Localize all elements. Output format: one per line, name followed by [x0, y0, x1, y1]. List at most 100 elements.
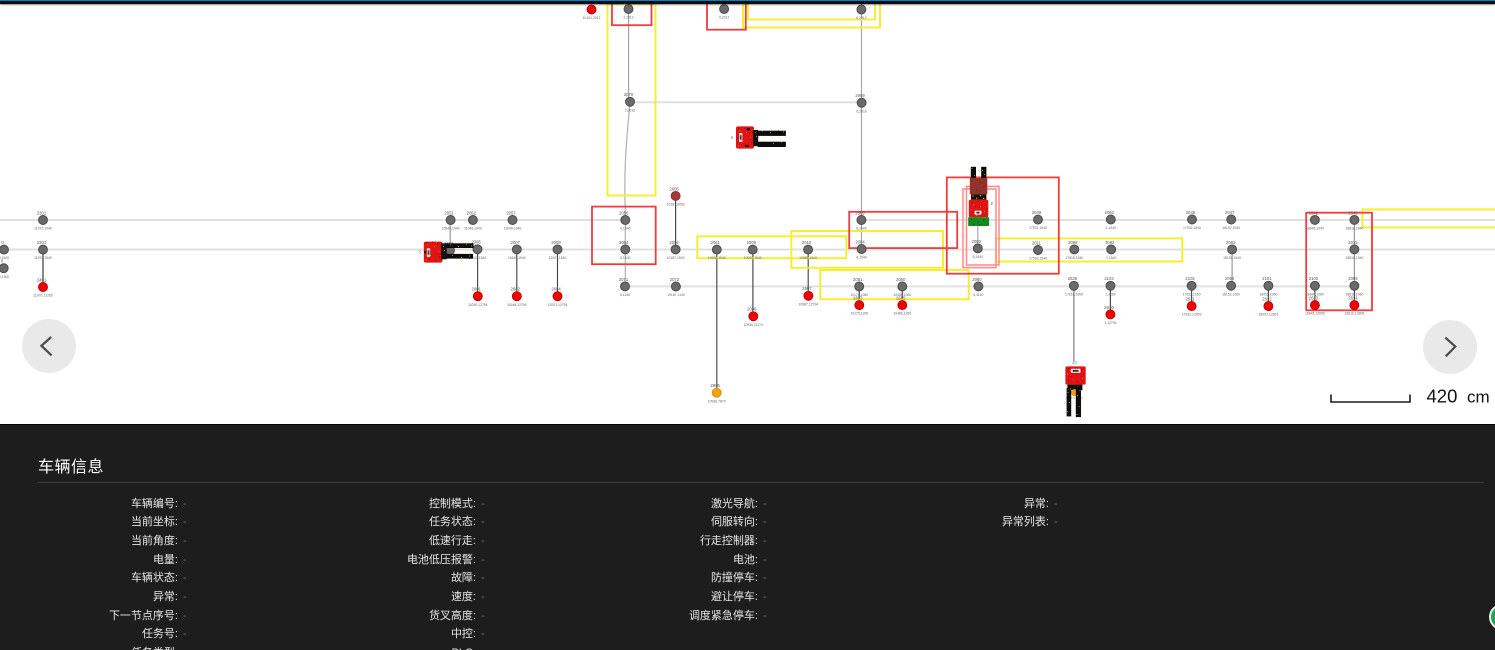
svg-text:12001,1540: 12001,1540 — [549, 256, 567, 260]
svg-text:2010: 2010 — [802, 240, 812, 245]
svg-text:11648,1940: 11648,1940 — [504, 227, 522, 231]
svg-text:2103: 2103 — [1104, 276, 1114, 281]
svg-text:0: 0 — [1, 240, 4, 245]
svg-text:10175,1060: 10175,1060 — [850, 293, 868, 297]
svg-text:2604: 2604 — [551, 287, 561, 292]
svg-text:2036: 2036 — [747, 307, 757, 312]
svg-text:2061: 2061 — [711, 240, 721, 245]
svg-text:18152,1060: 18152,1060 — [1222, 292, 1240, 296]
svg-text:2006: 2006 — [471, 240, 481, 245]
svg-text:2070: 2070 — [624, 92, 634, 97]
svg-text:4,2012: 4,2012 — [719, 16, 729, 20]
svg-text:10940,1940: 10940,1940 — [442, 227, 460, 231]
svg-text:1,1540: 1,1540 — [1106, 256, 1116, 260]
svg-text:9: 9 — [731, 135, 734, 141]
svg-text:0,1540: 0,1540 — [0, 256, 9, 260]
svg-text:18645,1060: 18645,1060 — [1306, 292, 1324, 296]
svg-text:420: 420 — [1427, 386, 1458, 407]
svg-text:18152,1540: 18152,1540 — [1223, 256, 1241, 260]
svg-text:11040,12794: 11040,12794 — [468, 303, 488, 307]
svg-text:6,1140: 6,1140 — [973, 293, 983, 297]
svg-text:2612: 2612 — [1262, 297, 1272, 302]
svg-text:11970,12265: 11970,12265 — [33, 294, 53, 298]
svg-text:2102: 2102 — [1185, 276, 1195, 281]
svg-text:6,2016: 6,2016 — [856, 109, 866, 113]
svg-text:2545: 2545 — [1348, 210, 1358, 215]
svg-text:2569: 2569 — [855, 210, 865, 215]
svg-text:1,1060: 1,1060 — [1105, 292, 1115, 296]
svg-text:6,1940: 6,1940 — [620, 227, 630, 231]
svg-text:2602: 2602 — [511, 287, 521, 292]
svg-text:2050: 2050 — [896, 277, 906, 282]
svg-text:17932,12803: 17932,12803 — [1182, 313, 1202, 317]
svg-text:10151,2012: 10151,2012 — [583, 16, 601, 20]
svg-text:10985,1540: 10985,1540 — [799, 256, 817, 260]
svg-text:2051: 2051 — [444, 210, 454, 215]
svg-text:2605: 2605 — [896, 296, 906, 301]
svg-text:18052,1060: 18052,1060 — [1259, 292, 1277, 296]
svg-text:0,1160: 0,1160 — [0, 275, 9, 279]
svg-text:10486,1260: 10486,1260 — [893, 312, 911, 316]
svg-text:2084: 2084 — [855, 239, 865, 244]
svg-text:2060: 2060 — [1105, 210, 1115, 215]
svg-text:2603: 2603 — [853, 296, 863, 301]
svg-text:10987,12794: 10987,12794 — [798, 302, 818, 306]
svg-text:40: 40 — [1072, 360, 1078, 366]
svg-text:11648,1540: 11648,1540 — [508, 256, 526, 260]
svg-text:17818,1060: 17818,1060 — [1065, 292, 1083, 296]
svg-text:2094: 2094 — [1225, 276, 1235, 281]
svg-text:17532,1940: 17532,1940 — [1029, 226, 1047, 230]
svg-text:1542: 1542 — [1309, 210, 1319, 215]
svg-text:18810,12805: 18810,12805 — [1344, 312, 1364, 316]
svg-text:2008: 2008 — [551, 240, 561, 245]
svg-text:2048: 2048 — [1186, 210, 1196, 215]
svg-text:18645,1940: 18645,1940 — [1306, 227, 1324, 231]
svg-text:6,2012: 6,2012 — [856, 16, 866, 20]
svg-text:2639: 2639 — [1068, 276, 1078, 281]
svg-text:2051: 2051 — [853, 277, 863, 282]
svg-text:18810,1940: 18810,1940 — [1345, 227, 1363, 231]
svg-text:5: 5 — [418, 250, 421, 256]
svg-text:17532,1540: 17532,1540 — [1029, 257, 1047, 261]
svg-text:17818,1540: 17818,1540 — [1065, 256, 1083, 260]
svg-text:2069: 2069 — [855, 93, 865, 98]
svg-text:6,1540: 6,1540 — [856, 256, 866, 260]
svg-text:10486,1060: 10486,1060 — [893, 293, 911, 297]
svg-text:2,2016: 2,2016 — [625, 108, 635, 112]
svg-text:12001,12794: 12001,12794 — [548, 303, 568, 307]
svg-text:18810,1060: 18810,1060 — [1345, 292, 1363, 296]
svg-text:11648,12794: 11648,12794 — [507, 303, 527, 307]
svg-text:2057: 2057 — [506, 210, 516, 215]
svg-text:2009: 2009 — [747, 240, 757, 245]
svg-text:18645,12805: 18645,12805 — [1305, 312, 1325, 316]
svg-text:2050: 2050 — [972, 239, 982, 244]
svg-text:18052,12803: 18052,12803 — [1258, 313, 1278, 317]
svg-text:2614: 2614 — [1348, 296, 1358, 301]
svg-text:2060: 2060 — [972, 277, 982, 282]
svg-text:11970,1940: 11970,1940 — [34, 227, 52, 231]
svg-text:17932,1060: 17932,1060 — [1183, 292, 1201, 296]
svg-text:10175,1260: 10175,1260 — [850, 312, 868, 316]
svg-text:2054: 2054 — [669, 240, 679, 245]
svg-text:11048,1940: 11048,1940 — [464, 227, 482, 231]
svg-text:2072: 2072 — [670, 277, 680, 282]
svg-text:17932,1940: 17932,1940 — [1183, 226, 1201, 230]
svg-text:2905: 2905 — [711, 383, 721, 388]
svg-text:2301: 2301 — [37, 210, 47, 215]
svg-text:2004: 2004 — [619, 240, 629, 245]
svg-text:2: 2 — [991, 201, 994, 206]
svg-text:11970,1540: 11970,1540 — [34, 256, 52, 260]
svg-text:2015: 2015 — [1348, 240, 1358, 245]
svg-text:10936,11174: 10936,11174 — [744, 323, 763, 327]
svg-text:18810,1540: 18810,1540 — [1345, 256, 1363, 260]
svg-text:2011: 2011 — [1032, 240, 1042, 245]
svg-text:2047: 2047 — [1225, 210, 1235, 215]
svg-text:10187,9093: 10187,9093 — [667, 203, 685, 207]
svg-text:6,1540: 6,1540 — [620, 256, 630, 260]
svg-text:6,1940: 6,1940 — [856, 227, 866, 231]
svg-text:6,1540: 6,1540 — [973, 255, 983, 259]
svg-text:10936,7874: 10936,7874 — [708, 399, 726, 403]
svg-text:2,2012: 2,2012 — [623, 16, 633, 20]
svg-text:2056: 2056 — [619, 210, 629, 215]
svg-text:10187,1140: 10187,1140 — [667, 293, 685, 297]
